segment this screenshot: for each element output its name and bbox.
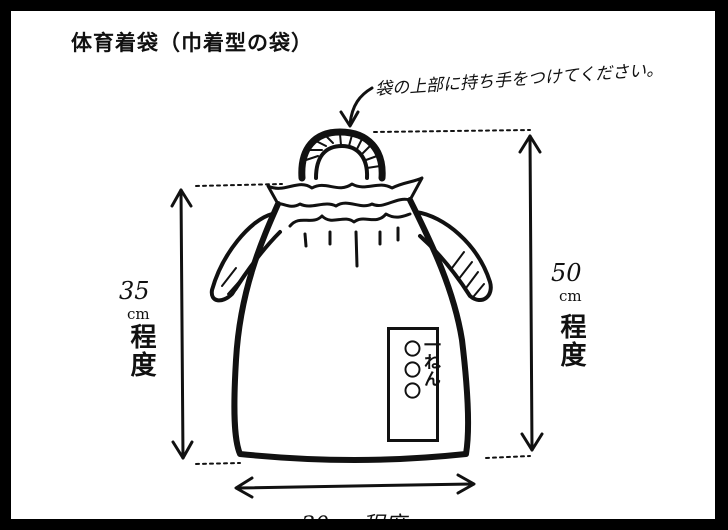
bag-height-number: 35 xyxy=(119,277,150,305)
right-dim-dotted-top xyxy=(373,129,531,133)
bag-ruffle-top xyxy=(266,176,424,208)
right-dim-arrow-bottom xyxy=(520,432,544,452)
width-dim-arrow-right xyxy=(456,473,476,495)
right-dim-dotted-bottom xyxy=(485,455,531,459)
bag-left-ear-hatch xyxy=(221,257,259,295)
name-tag-name: 〇〇〇 xyxy=(400,340,420,403)
left-dim-arrow-bottom xyxy=(171,440,194,460)
left-dim-dotted-bottom xyxy=(195,462,241,465)
bag-right-ear-hatch xyxy=(451,251,485,297)
total-height-approx: 程度 xyxy=(556,313,586,369)
total-height-number: 50 xyxy=(551,259,582,287)
left-dim-arrow-top xyxy=(170,188,193,208)
drawstring-scallop xyxy=(288,212,412,228)
right-dim-line xyxy=(528,134,534,452)
note-pointer-arrow xyxy=(348,86,374,126)
note-pointer-arrowhead xyxy=(339,110,360,128)
left-dim-line xyxy=(179,188,185,460)
bag-body xyxy=(231,197,472,463)
left-dim-dotted-top xyxy=(195,183,283,187)
bag-height-unit: cm xyxy=(127,305,150,323)
name-tag: 一ねん 〇〇〇 xyxy=(387,327,440,442)
width-dim-line xyxy=(236,482,474,490)
bag-height-approx: 程度 xyxy=(126,323,156,379)
bag-handle xyxy=(298,128,386,182)
name-tag-grade: 一ねん xyxy=(420,336,440,387)
bag-width-label: 30cm程度 xyxy=(301,507,406,519)
drawstring-ticks xyxy=(303,226,400,268)
handle-hatching xyxy=(305,133,381,169)
bag-handle-inner xyxy=(314,144,370,180)
bag-right-ear xyxy=(414,210,493,302)
width-dim-arrow-left xyxy=(234,476,254,499)
total-height-unit: cm xyxy=(559,287,582,305)
diagram-title: 体育着袋（巾着型の袋） xyxy=(71,31,313,55)
right-dim-arrow-top xyxy=(518,134,542,154)
